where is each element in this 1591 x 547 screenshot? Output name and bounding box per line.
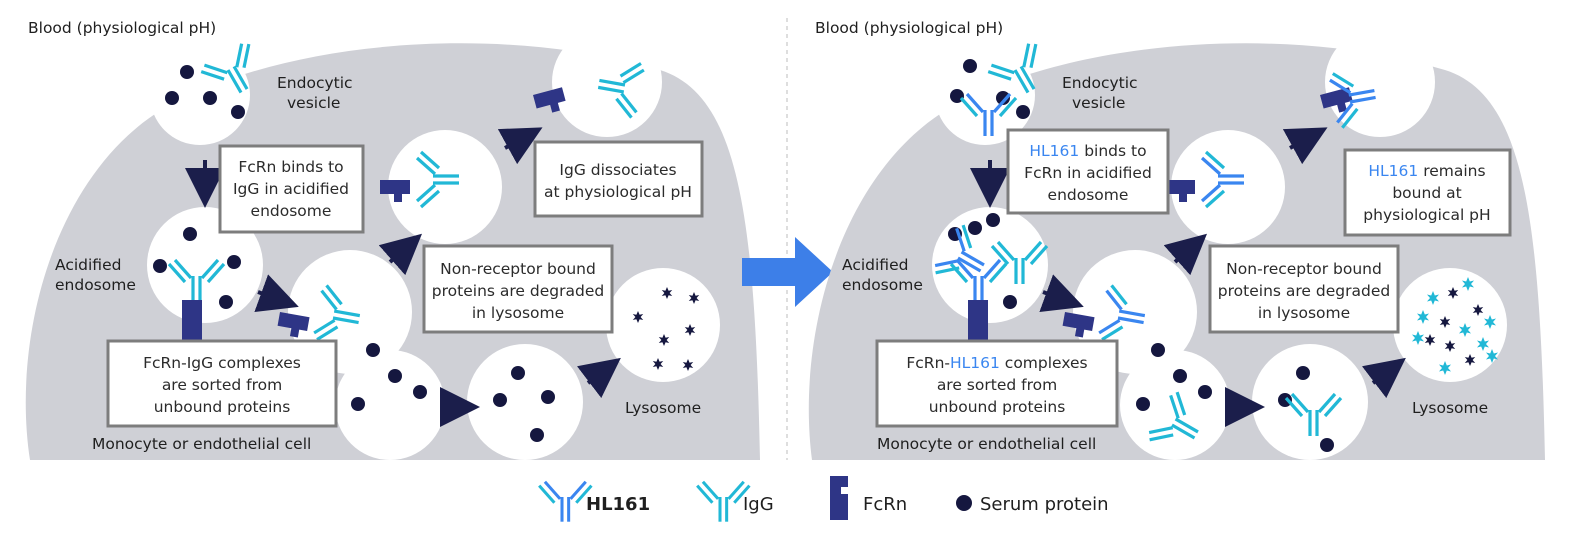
fcrn-receptor-icon [182,300,202,340]
arrow-right [254,274,299,312]
blood-label: Blood (physiological pH) [815,19,1003,37]
right-panel: Blood (physiological pH) Endocytic vesic… [808,19,1545,461]
annotation-box: FcRn-IgG complexes are sorted from unbou… [106,339,338,428]
legend-label: HL161 [586,494,650,515]
endocytic-vesicle-label: vesicle [1072,94,1125,112]
left-unbound-vesicle [467,344,583,460]
hl161-highlight: HL161 [1029,142,1079,160]
endocytic-vesicle-label: Endocytic [277,74,353,92]
svg-text:Non-receptor bound: Non-receptor bound [440,260,596,278]
svg-text:FcRn-IgG complexes: FcRn-IgG complexes [143,354,301,372]
serum-protein-group [1278,366,1334,452]
svg-text:Non-receptor bound: Non-receptor bound [1226,260,1382,278]
annotation-box: HL161 binds to FcRn in acidified endosom… [1006,128,1170,215]
serum-protein-group [165,65,245,119]
svg-text:HL161 remains: HL161 remains [1368,162,1485,180]
legend-item-igg: IgG [695,480,774,524]
legend-item-serum-protein: Serum protein [956,494,1109,515]
flow-arrows [185,127,621,427]
svg-text:endosome: endosome [1048,186,1129,204]
svg-text:bound at: bound at [1392,184,1461,202]
serum-protein-group [351,343,427,411]
svg-text:endosome: endosome [251,202,332,220]
svg-text:IgG dissociates: IgG dissociates [559,161,676,179]
acidified-endosome-label: Acidified [842,256,908,274]
serum-protein-icon [956,495,972,511]
svg-text:unbound proteins: unbound proteins [929,398,1066,416]
arrow-up-right [576,357,621,399]
serum-protein-group [1136,343,1212,411]
annotation-box: IgG dissociates at physiological pH [533,140,704,218]
svg-text:proteins are degraded: proteins are degraded [1218,282,1390,300]
arrow-up-right [497,127,543,165]
hl161-highlight: HL161 [950,354,1000,372]
svg-text:are sorted from: are sorted from [162,376,282,394]
left-panel: Blood (physiological pH) Endocytic vesic… [25,19,761,460]
arrow-up-right [1282,127,1328,165]
arrow-right [1039,274,1084,312]
lysosome-label: Lysosome [625,399,701,417]
svg-text:FcRn-HL161 complexes: FcRn-HL161 complexes [906,354,1087,372]
annotation-box: FcRn-HL161 complexes are sorted from unb… [875,339,1119,428]
legend-label: IgG [743,494,774,515]
acidified-endosome-label: endosome [55,276,136,294]
legend: HL161 IgG FcRn Serum protein [537,476,1109,524]
arrow-up-right [1361,357,1406,399]
svg-text:FcRn in acidified: FcRn in acidified [1024,164,1152,182]
annotation-box: HL161 remains bound at physiological pH [1343,148,1512,237]
left-endocytic-vesicle [150,45,250,145]
svg-text:HL161 binds to: HL161 binds to [1029,142,1146,160]
arrow-up-right [1163,233,1207,276]
right-unbound-vesicle [1252,344,1368,460]
cell-label: Monocyte or endothelial cell [877,435,1096,453]
left-vesicle-bound [388,130,502,244]
transition-arrow-icon [742,237,833,307]
acidified-endosome-label: endosome [842,276,923,294]
legend-label: FcRn [863,494,907,515]
svg-text:in lysosome: in lysosome [1258,304,1350,322]
annotation-box: Non-receptor bound proteins are degraded… [1208,244,1400,334]
acidified-endosome-label: Acidified [55,256,121,274]
lysosome-label: Lysosome [1412,399,1488,417]
right-lysosome [1393,268,1507,382]
svg-text:proteins are degraded: proteins are degraded [432,282,604,300]
svg-text:IgG in acidified: IgG in acidified [233,180,349,198]
left-acidified-endosome [147,207,263,323]
svg-text:are sorted from: are sorted from [937,376,1057,394]
right-exocytic-vesicle [1325,27,1435,137]
blood-label: Blood (physiological pH) [28,19,216,37]
flow-arrows [970,127,1406,427]
legend-item-fcrn: FcRn [830,476,907,520]
serum-protein-group [948,213,1017,309]
legend-item-hl161: HL161 [537,480,650,524]
svg-text:unbound proteins: unbound proteins [154,398,291,416]
serum-protein-group [493,366,555,442]
cell-label: Monocyte or endothelial cell [92,435,311,453]
svg-text:physiological pH: physiological pH [1363,206,1490,224]
endocytic-vesicle-label: vesicle [287,94,340,112]
serum-protein-group [153,227,241,309]
annotation-box: Non-receptor bound proteins are degraded… [422,244,614,334]
right-vesicle-bound [1171,130,1285,244]
hl161-antibody-icon [537,480,593,524]
annotation-box: FcRn binds to IgG in acidified endosome [218,144,365,234]
fcrn-receptor-icon [968,300,988,340]
endocytic-vesicle-label: Endocytic [1062,74,1138,92]
svg-text:FcRn binds to: FcRn binds to [238,158,343,176]
arrow-up-right [378,233,422,276]
fcrn-receptor-icon [830,476,848,520]
svg-text:at physiological pH: at physiological pH [544,183,692,201]
igg-antibody-icon [695,480,751,524]
svg-text:in lysosome: in lysosome [472,304,564,322]
legend-label: Serum protein [980,494,1109,515]
left-sorting-vesicle-2 [335,350,445,460]
left-lysosome [606,268,720,382]
hl161-highlight: HL161 [1368,162,1418,180]
